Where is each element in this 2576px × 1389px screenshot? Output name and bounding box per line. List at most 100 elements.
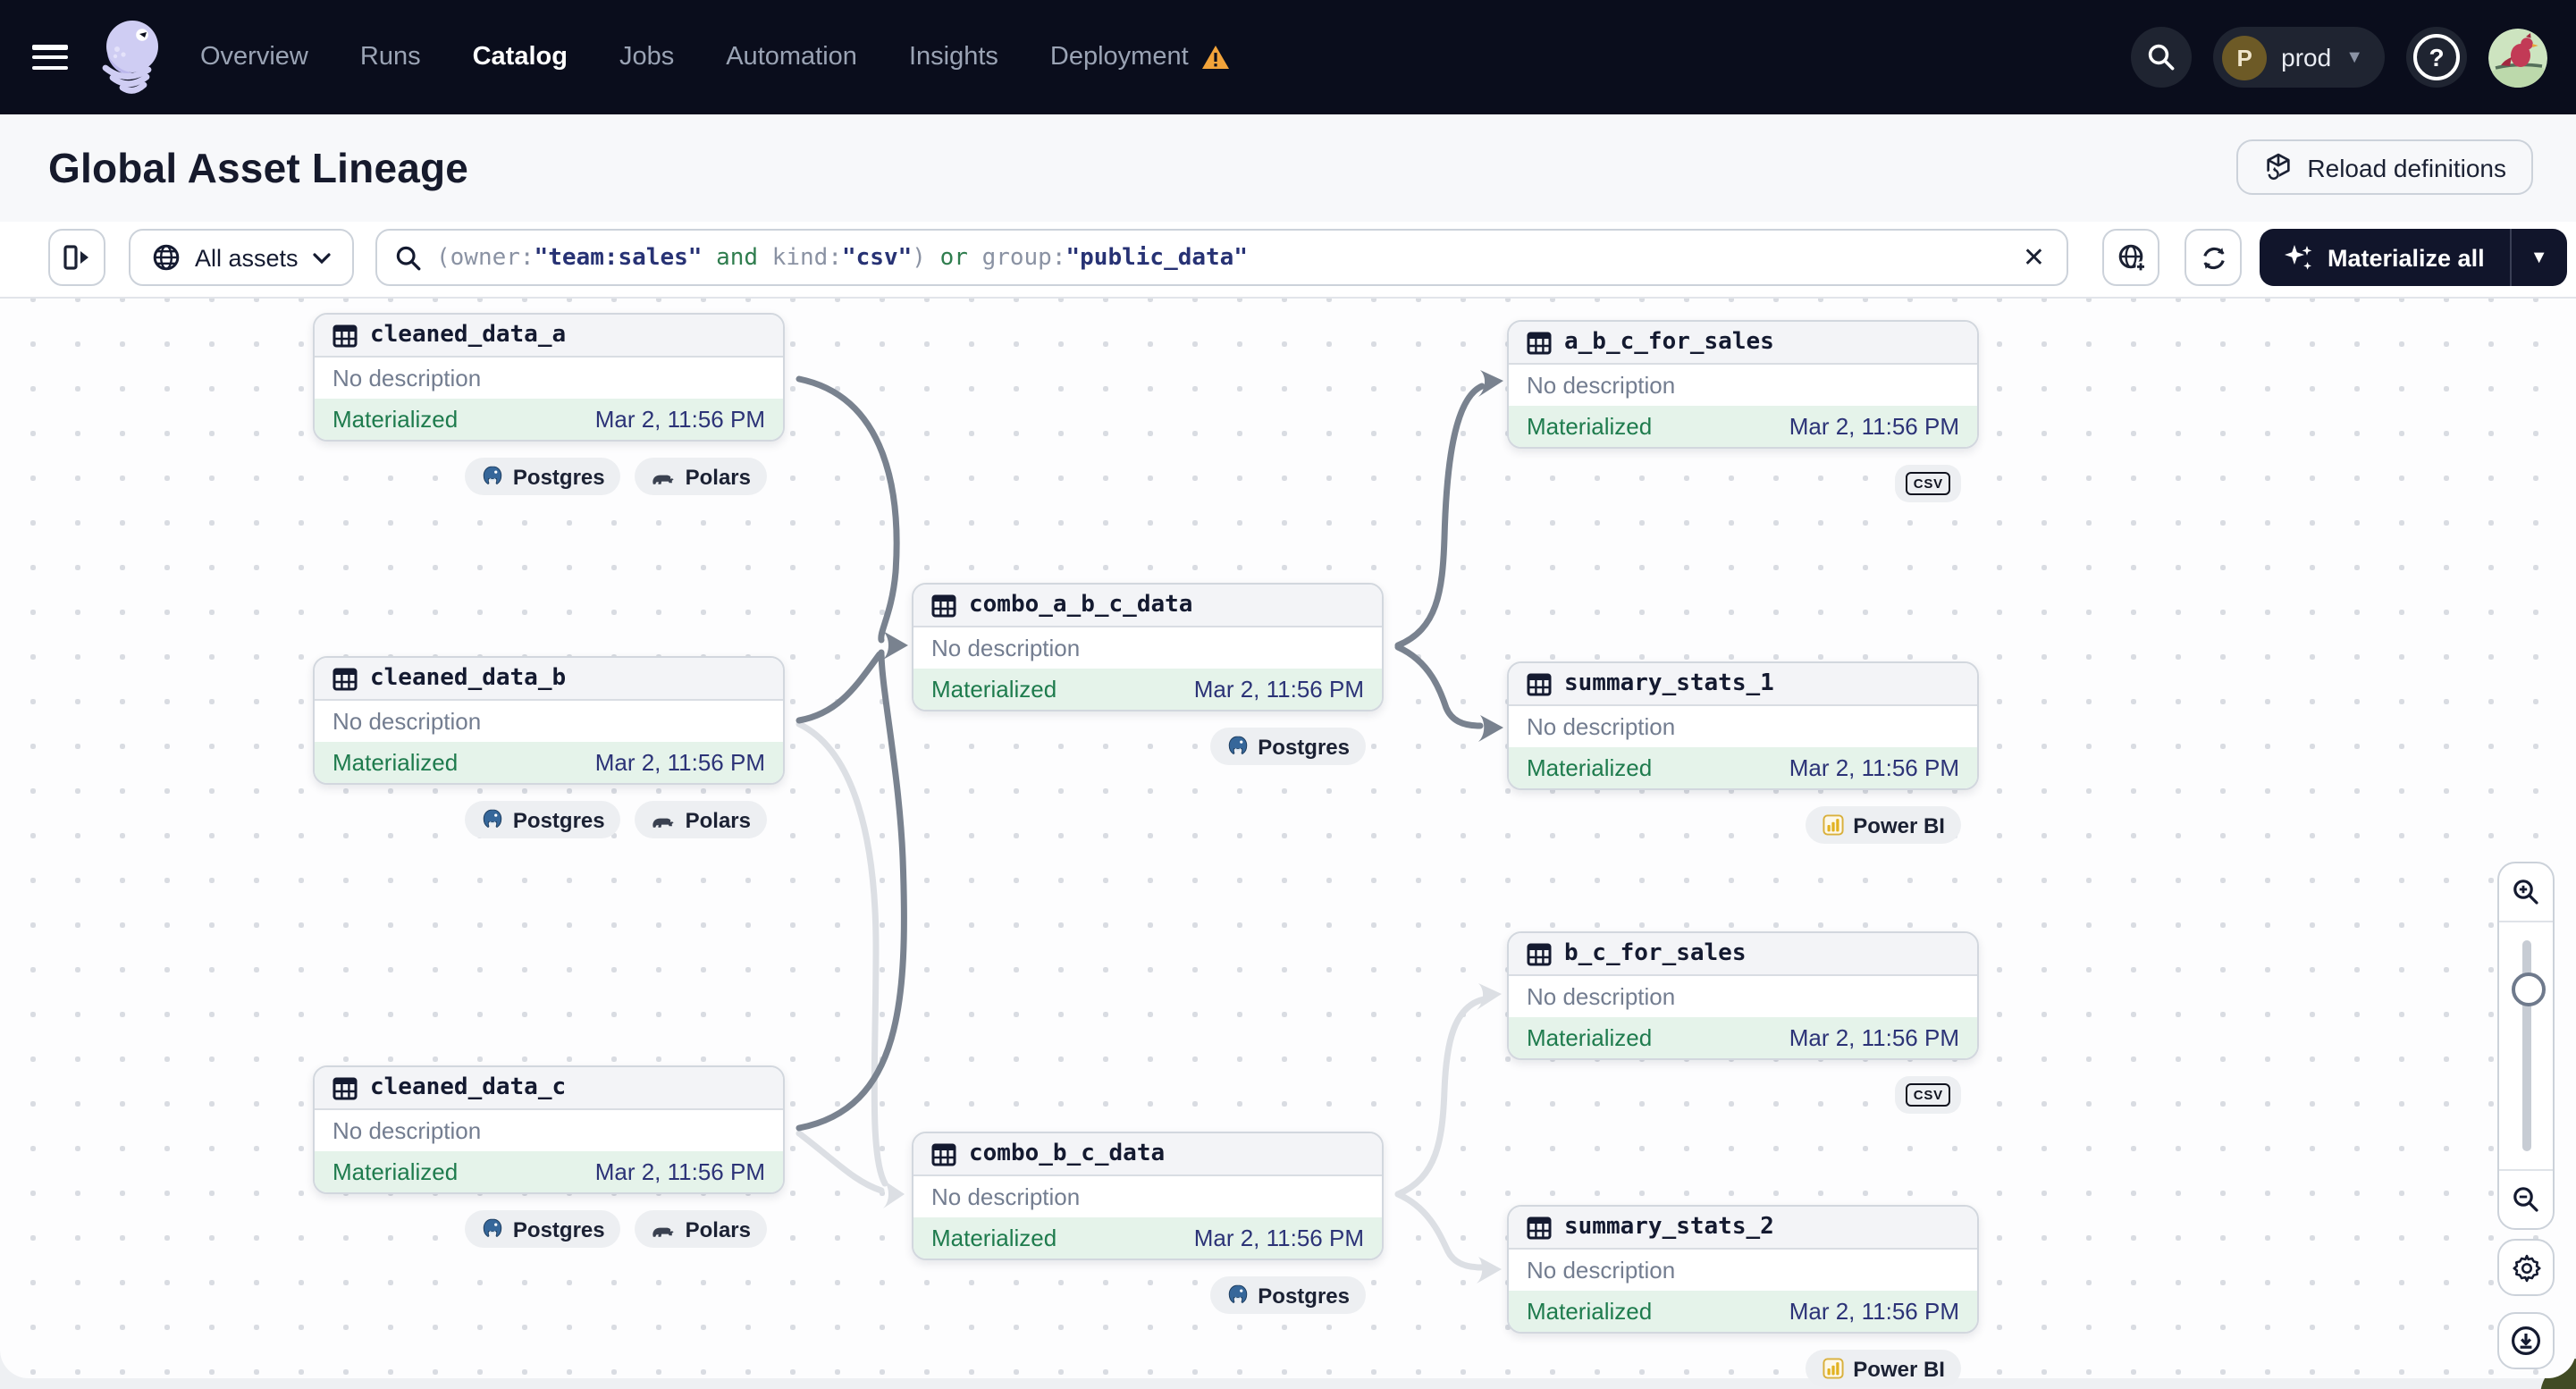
- kind-tag-csv[interactable]: csv: [1895, 1076, 1961, 1114]
- kind-tag-postgres[interactable]: Postgres: [1209, 1276, 1366, 1314]
- panel-toggle-icon: [63, 245, 88, 270]
- asset-tags: Postgres Polars: [313, 801, 767, 838]
- status-badge: Materialized: [931, 1225, 1057, 1251]
- status-timestamp: Mar 2, 11:56 PM: [1193, 1225, 1364, 1251]
- graph-settings-button[interactable]: [2497, 1239, 2555, 1296]
- warning-icon: [1201, 46, 1229, 69]
- nav-item-catalog[interactable]: Catalog: [472, 43, 568, 72]
- top-nav: Overview Runs Catalog Jobs Automation In…: [0, 0, 2576, 114]
- postgres-icon: [483, 1218, 502, 1237]
- clear-search-button[interactable]: ✕: [2019, 244, 2049, 271]
- zoom-in-button[interactable]: [2499, 863, 2553, 921]
- table-icon: [931, 1142, 956, 1166]
- asset-scope-label: All assets: [195, 244, 299, 271]
- reload-definitions-button[interactable]: Reload definitions: [2235, 139, 2533, 195]
- status-badge: Materialized: [333, 1158, 459, 1185]
- globe-plus-icon: [2117, 243, 2145, 271]
- asset-name: cleaned_data_b: [370, 665, 567, 692]
- asset-search-input[interactable]: (owner:"team:sales" and kind:"csv") or g…: [375, 229, 2068, 286]
- asset-node-summary_stats_1[interactable]: summary_stats_1 No description Materiali…: [1507, 661, 1979, 790]
- globe-icon: [153, 244, 180, 271]
- menu-icon[interactable]: [32, 45, 68, 70]
- kind-tag-csv[interactable]: csv: [1895, 465, 1961, 502]
- kind-tag-postgres[interactable]: Postgres: [464, 458, 621, 495]
- powerbi-icon: [1822, 814, 1843, 836]
- environment-switcher[interactable]: P prod ▼: [2213, 27, 2385, 88]
- kind-tag-powerbi[interactable]: Power BI: [1805, 1350, 1961, 1387]
- nav-item-automation[interactable]: Automation: [726, 43, 857, 72]
- environment-name: prod: [2281, 43, 2332, 72]
- asset-name: summary_stats_1: [1564, 670, 1774, 697]
- nav-item-jobs[interactable]: Jobs: [619, 43, 675, 72]
- dagster-logo-icon[interactable]: [93, 14, 168, 100]
- materialize-all-main[interactable]: Materialize all: [2260, 229, 2510, 286]
- table-icon: [1527, 331, 1552, 354]
- search-button[interactable]: [2131, 27, 2193, 88]
- zoom-slider-track[interactable]: [2522, 940, 2531, 1151]
- asset-node-summary_stats_2[interactable]: summary_stats_2 No description Materiali…: [1507, 1205, 1979, 1334]
- asset-name: cleaned_data_c: [370, 1074, 567, 1101]
- status-timestamp: Mar 2, 11:56 PM: [1789, 754, 1959, 781]
- status-badge: Materialized: [333, 749, 459, 776]
- asset-name: combo_b_c_data: [969, 1141, 1166, 1167]
- refresh-button[interactable]: [2185, 229, 2242, 286]
- status-timestamp: Mar 2, 11:56 PM: [1789, 413, 1959, 440]
- materialize-all-button[interactable]: Materialize all ▼: [2260, 229, 2567, 286]
- asset-tags: Postgres: [912, 728, 1366, 765]
- asset-node-combo_a_b_c_data[interactable]: combo_a_b_c_data No description Material…: [912, 583, 1384, 711]
- asset-node-combo_b_c_data[interactable]: combo_b_c_data No description Materializ…: [912, 1132, 1384, 1260]
- asset-node-cleaned_data_b[interactable]: cleaned_data_b No description Materializ…: [313, 656, 785, 785]
- download-image-button[interactable]: [2497, 1312, 2555, 1369]
- kind-tag-polars[interactable]: Polars: [635, 801, 767, 838]
- status-timestamp: Mar 2, 11:56 PM: [594, 749, 765, 776]
- page-header: Global Asset Lineage Reload definitions: [0, 114, 2576, 223]
- nav-item-deployment-label: Deployment: [1049, 43, 1189, 72]
- status-badge: Materialized: [931, 676, 1057, 703]
- help-button[interactable]: ?: [2406, 27, 2467, 88]
- asset-description: No description: [913, 1176, 1382, 1217]
- asset-scope-dropdown[interactable]: All assets: [129, 229, 354, 286]
- kind-tag-label: Power BI: [1853, 1356, 1945, 1381]
- nav-item-deployment[interactable]: Deployment: [1050, 43, 1230, 72]
- asset-node-b_c_for_sales[interactable]: b_c_for_sales No description Materialize…: [1507, 931, 1979, 1060]
- nav-item-insights[interactable]: Insights: [908, 43, 998, 72]
- postgres-icon: [1228, 736, 1247, 754]
- nav-item-overview[interactable]: Overview: [200, 43, 308, 72]
- asset-node-cleaned_data_a[interactable]: cleaned_data_a No description Materializ…: [313, 313, 785, 442]
- nav-item-runs[interactable]: Runs: [359, 43, 421, 72]
- kind-tag-postgres[interactable]: Postgres: [1209, 728, 1366, 765]
- nav-items: Overview Runs Catalog Jobs Automation In…: [200, 43, 1230, 72]
- environment-avatar: P: [2222, 35, 2268, 80]
- asset-node-cleaned_data_c[interactable]: cleaned_data_c No description Materializ…: [313, 1065, 785, 1194]
- zoom-in-icon: [2513, 880, 2538, 905]
- asset-name: cleaned_data_a: [370, 322, 567, 349]
- materialize-options-caret[interactable]: ▼: [2530, 248, 2548, 267]
- table-icon: [333, 667, 358, 690]
- asset-node-a_b_c_for_sales[interactable]: a_b_c_for_sales No description Materiali…: [1507, 320, 1979, 449]
- asset-tags: csv: [1507, 1076, 1961, 1114]
- kind-tag-postgres[interactable]: Postgres: [464, 1210, 621, 1248]
- kind-tag-powerbi[interactable]: Power BI: [1805, 806, 1961, 844]
- asset-tags: Power BI: [1507, 806, 1961, 844]
- kind-tag-label: Postgres: [1258, 734, 1350, 759]
- zoom-slider-handle[interactable]: [2512, 972, 2546, 1006]
- polars-icon: [652, 817, 675, 827]
- user-avatar[interactable]: [2488, 28, 2547, 87]
- page-title: Global Asset Lineage: [48, 144, 469, 190]
- status-badge: Materialized: [1527, 1024, 1653, 1051]
- asset-tags: csv: [1507, 465, 1961, 502]
- zoom-slider[interactable]: [2499, 921, 2553, 1171]
- kind-tag-polars[interactable]: Polars: [635, 458, 767, 495]
- asset-description: No description: [1509, 976, 1977, 1017]
- kind-tag-label: Power BI: [1853, 812, 1945, 838]
- kind-tag-polars[interactable]: Polars: [635, 1210, 767, 1248]
- kind-tag-postgres[interactable]: Postgres: [464, 801, 621, 838]
- download-icon: [2512, 1326, 2540, 1355]
- kind-tag-label: Polars: [685, 1216, 751, 1242]
- search-icon: [2148, 44, 2175, 71]
- new-scope-button[interactable]: [2102, 229, 2159, 286]
- table-icon: [1527, 1216, 1552, 1239]
- open-panel-button[interactable]: [48, 229, 105, 286]
- zoom-out-button[interactable]: [2499, 1171, 2553, 1228]
